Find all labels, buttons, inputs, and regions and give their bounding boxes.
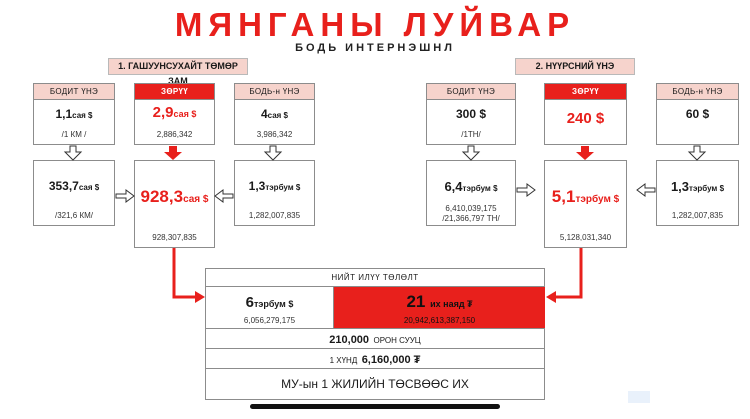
- red-connector-right: [554, 248, 583, 299]
- left-actual-price-box: БОДИТ ҮНЭ 1,1сая $ /1 КМ /: [33, 83, 115, 145]
- left-diff-value: 2,9: [152, 104, 174, 121]
- left-diff-total-box: 928,3сая $ 928,307,835: [134, 160, 215, 248]
- summary-usd-note: 6,056,279,175: [243, 316, 296, 325]
- right-diff-box: ЗӨРҮҮ 240 $: [544, 83, 627, 145]
- down-arrow-icon: [687, 145, 707, 161]
- right-bodi-total-value: 1,3: [670, 179, 690, 194]
- left-diff-unit: сая $: [173, 109, 197, 119]
- right-diff-total-box: 5,1тэрбум $ 5,128,031,340: [544, 160, 627, 248]
- summary-budget-note: МУ-ын 1 ЖИЛИЙН ТӨСВӨӨС ИХ: [281, 377, 469, 391]
- right-actual-total-note-1: 6,410,039,175: [445, 204, 497, 213]
- left-bodi-total-box: 1,3тэрбум $ 1,282,007,835: [234, 160, 315, 226]
- summary-apartments-label: орон сууц: [373, 336, 421, 345]
- summary-mnt-note: 20,942,613,387,150: [403, 316, 476, 325]
- red-down-arrow-icon: [164, 146, 182, 160]
- left-actual-total-box: 353,7сая $ /321,6 КМ/: [33, 160, 115, 226]
- right-bodi-total-unit: тэрбум $: [689, 184, 725, 193]
- left-bodi-price-note: 3,986,342: [256, 130, 293, 139]
- page-subtitle: БОДЬ ИНТЕРНЭШНЛ: [295, 42, 455, 54]
- left-diff-head: ЗӨРҮҮ: [135, 84, 214, 100]
- right-bodi-total-note: 1,282,007,835: [671, 211, 724, 220]
- summary-usd-unit: тэрбум $: [253, 299, 294, 309]
- summary-per-household-label: 1 ХҮНД: [329, 356, 358, 365]
- summary-apartments-row: 210,000 орон сууц: [206, 329, 544, 349]
- left-actual-price-head: БОДИТ ҮНЭ: [34, 84, 114, 100]
- section-label-coal: 2. НҮҮРСНИЙ ҮНЭ: [515, 58, 635, 75]
- summary-usd-cell: 6тэрбум $ 6,056,279,175: [206, 287, 334, 328]
- corner-mark: [628, 391, 650, 403]
- red-arrowhead-right-icon: [195, 291, 205, 303]
- summary-mnt-cell: 21 их наяд ₮ 20,942,613,387,150: [334, 287, 545, 328]
- left-diff-note: 2,886,342: [156, 130, 193, 139]
- red-down-arrow-icon: [576, 146, 594, 160]
- left-bodi-price-unit: сая $: [267, 111, 289, 120]
- left-arrow-icon: [214, 189, 234, 203]
- right-arrow-icon: [516, 183, 536, 197]
- summary-per-household-row: 1 ХҮНД 6,160,000 ₮: [206, 349, 544, 369]
- right-arrow-icon: [115, 189, 135, 203]
- down-arrow-icon: [263, 145, 283, 161]
- left-diff-total-note: 928,307,835: [152, 233, 197, 242]
- right-actual-price-note: /1ТН/: [461, 130, 481, 139]
- right-diff-head: ЗӨРҮҮ: [545, 84, 626, 100]
- red-arrowhead-left-icon: [546, 291, 556, 303]
- left-actual-price-unit: сая $: [72, 111, 93, 120]
- left-bodi-total-note: 1,282,007,835: [248, 211, 301, 220]
- left-bodi-price-value: 4: [260, 107, 268, 121]
- left-actual-total-unit: сая $: [78, 183, 100, 192]
- right-actual-price-value: 300 $: [455, 107, 487, 121]
- right-actual-price-head: БОДИТ ҮНЭ: [427, 84, 515, 100]
- left-bodi-total-unit: тэрбум $: [265, 183, 301, 192]
- left-actual-price-value: 1,1: [55, 107, 73, 121]
- right-bodi-price-head: БОДЬ-н ҮНЭ: [657, 84, 738, 100]
- page-title: МЯНГАНЫ ЛУЙВАР: [174, 6, 576, 43]
- left-diff-total-value: 928,3: [140, 187, 184, 206]
- right-actual-total-value: 6,4: [444, 179, 463, 194]
- section-label-railway: 1. ГАШУУНСУХАЙТ ТӨМӨР ЗАМ: [108, 58, 248, 86]
- right-actual-price-box: БОДИТ ҮНЭ 300 $ /1ТН/: [426, 83, 516, 145]
- right-actual-total-note-2: /21,366,797 ТН/: [442, 214, 500, 223]
- right-diff-total-value: 5,1: [551, 187, 576, 206]
- summary-mnt-unit: их наяд ₮: [430, 299, 473, 309]
- right-diff-value: 240 $: [566, 110, 605, 127]
- home-indicator[interactable]: [250, 404, 500, 409]
- left-actual-total-note: /321,6 КМ/: [54, 211, 93, 220]
- summary-table: НИЙТ ИЛҮҮ ТӨЛӨЛТ 6тэрбум $ 6,056,279,175…: [205, 268, 545, 400]
- red-connector-left: [172, 248, 197, 299]
- summary-mnt-value: 21: [406, 292, 426, 311]
- right-bodi-total-box: 1,3тэрбум $ 1,282,007,835: [656, 160, 739, 226]
- left-arrow-icon: [636, 183, 656, 197]
- right-bodi-price-box: БОДЬ-н ҮНЭ 60 $: [656, 83, 739, 145]
- right-diff-total-unit: тэрбум $: [575, 194, 620, 205]
- left-bodi-total-value: 1,3: [248, 179, 266, 193]
- summary-apartments-value: 210,000: [329, 334, 370, 346]
- summary-head: НИЙТ ИЛҮҮ ТӨЛӨЛТ: [206, 269, 544, 287]
- down-arrow-icon: [461, 145, 481, 161]
- summary-usd-value: 6: [245, 294, 254, 311]
- down-arrow-icon: [63, 145, 83, 161]
- right-bodi-price-value: 60 $: [685, 107, 710, 121]
- right-actual-total-unit: тэрбум $: [462, 184, 498, 193]
- left-diff-total-unit: сая $: [183, 194, 209, 205]
- left-actual-total-value: 353,7: [48, 179, 79, 193]
- left-diff-box: ЗӨРҮҮ 2,9сая $ 2,886,342: [134, 83, 215, 145]
- left-bodi-price-box: БОДЬ-н ҮНЭ 4сая $ 3,986,342: [234, 83, 315, 145]
- summary-per-household-value: 6,160,000 ₮: [361, 354, 421, 366]
- right-actual-total-box: 6,4тэрбум $ 6,410,039,175 /21,366,797 ТН…: [426, 160, 516, 226]
- left-actual-price-note: /1 КМ /: [61, 130, 87, 139]
- left-bodi-price-head: БОДЬ-н ҮНЭ: [235, 84, 314, 100]
- right-diff-total-note: 5,128,031,340: [559, 233, 612, 242]
